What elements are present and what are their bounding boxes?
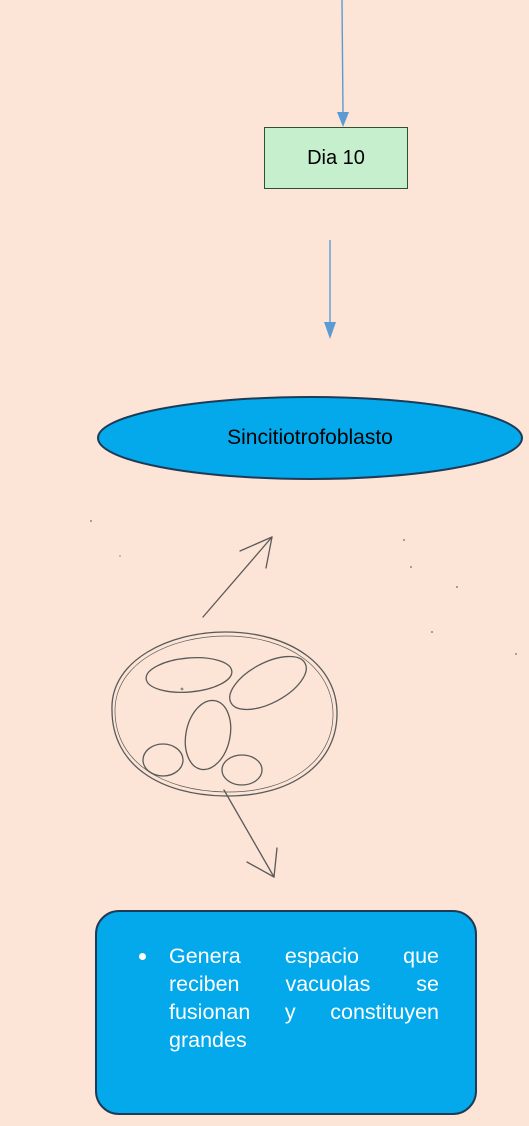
arrow-to-day-box [337,0,349,127]
description-text: Genera espacio que reciben vacuolas se f… [169,944,439,1052]
sincitiotrofoblasto-oval: Sincitiotrofoblasto [98,396,522,480]
sketch-arrow-up [203,537,272,617]
sketch-vacuole-5 [222,755,262,785]
arrow-to-oval [324,240,336,339]
sketch-vacuole-1 [145,654,234,695]
cell-sketch [112,537,337,877]
sincitiotrofoblasto-label: Sincitiotrofoblasto [227,426,393,450]
sketch-vacuole-3 [179,696,237,774]
day-10-box: Dia 10 [264,127,408,189]
sketch-arrow-down [224,790,274,877]
sketch-specks [90,520,517,690]
description-list: Genera espacio que reciben vacuolas se f… [141,942,439,1054]
sketch-vacuole-4 [143,744,183,776]
bullet-icon [139,953,146,960]
sketch-vacuole-2 [222,646,315,721]
description-list-item: Genera espacio que reciben vacuolas se f… [141,942,439,1054]
day-10-label: Dia 10 [307,147,365,170]
description-box: Genera espacio que reciben vacuolas se f… [95,910,477,1115]
